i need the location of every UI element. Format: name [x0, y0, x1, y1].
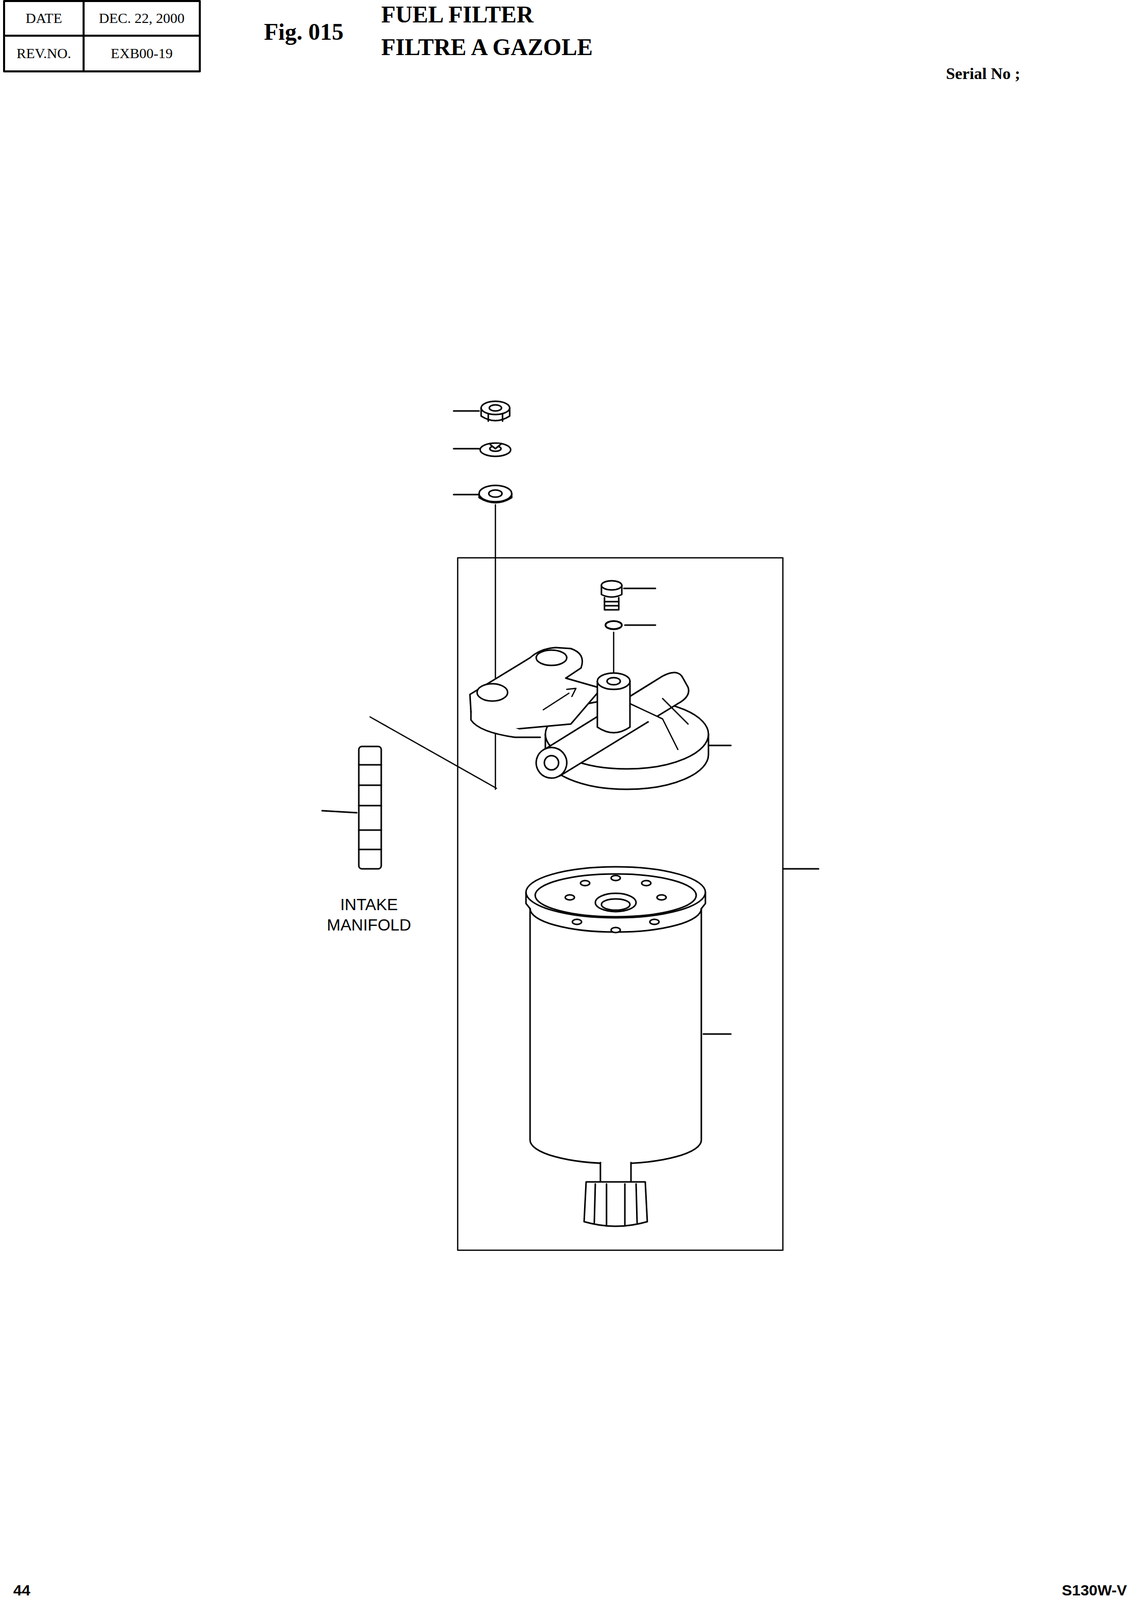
assembly-line [370, 716, 497, 788]
table-cell: DATE [4, 11, 84, 26]
filter-head [469, 647, 709, 789]
o-ring [605, 620, 622, 629]
lock-washer [480, 442, 511, 457]
table-cell: DEC. 22, 2000 [83, 11, 200, 26]
plug-bolt [601, 580, 622, 610]
flat-washer [479, 485, 512, 503]
drain-valve [584, 1162, 648, 1226]
nut [481, 401, 510, 421]
table-cell: EXB00-19 [83, 46, 200, 61]
page-number: 44 [13, 1582, 31, 1598]
model-name: S130W-V [1061, 1582, 1127, 1598]
serial-label: Serial No ; [945, 65, 1021, 82]
filter-cartridge [525, 866, 706, 1164]
figure-title: FUEL FILTER [381, 3, 534, 27]
part-note: INTAKE MANIFOLD [318, 893, 420, 935]
assembly-line [613, 632, 615, 678]
revision-table [4, 1, 200, 72]
assembly-line [494, 504, 497, 789]
assembly-box [457, 557, 783, 1250]
stud [358, 746, 382, 869]
subtitle: FILTRE A GAZOLE [381, 35, 593, 60]
figure-number: Fig. 015 [264, 20, 344, 44]
table-cell: REV.NO. [4, 46, 84, 61]
